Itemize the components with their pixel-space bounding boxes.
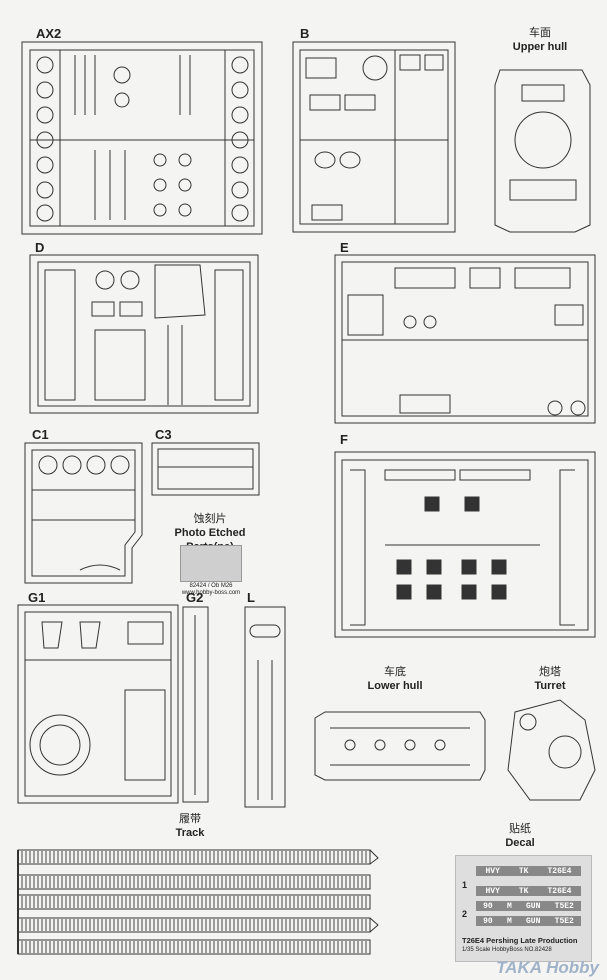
track-caption-en: Track	[175, 827, 205, 839]
decal-number-1: 1	[462, 880, 468, 890]
decal-sheet-subtitle: 1/35 Scale HobbyBoss NO.82428	[462, 947, 552, 953]
turret-caption: 炮塔 Turret	[520, 665, 580, 693]
sprue-c3-frame	[151, 442, 260, 496]
decal-cell: T26E4	[547, 866, 572, 876]
decal-cell: TK	[518, 886, 529, 896]
decal-caption-en: Decal	[505, 837, 535, 849]
decal-row: 90 M GUN T5E2	[476, 916, 581, 926]
lower-hull-caption-en: Lower hull	[367, 680, 423, 692]
decal-number-2: 2	[462, 909, 468, 919]
track-caption: 履带 Track	[160, 812, 220, 840]
decal-cell: T26E4	[547, 886, 572, 896]
lower-hull-drawing	[314, 711, 486, 781]
pe-sheet-text: 82424 / Ob M26 www.hobby-boss.com	[181, 583, 241, 597]
upper-hull-caption: 车面 Upper hull	[500, 26, 580, 54]
sprue-g2-frame	[182, 606, 209, 803]
sprue-c1-frame	[24, 442, 143, 584]
decal-cell: GUN	[526, 901, 541, 911]
decal-row: HVY TK T26E4	[476, 866, 581, 876]
sprue-label-g1: G1	[28, 590, 46, 605]
lower-hull-caption-cn: 车底	[384, 665, 406, 678]
decal-cell: HVY	[485, 866, 500, 876]
decal-caption: 贴纸 Decal	[495, 822, 545, 850]
track-caption-cn: 履带	[179, 812, 201, 825]
decal-sheet: 1 HVY TK T26E4 HVY TK T26E4 2 90 M GUN T…	[455, 855, 592, 962]
upper-hull-caption-cn: 车面	[529, 26, 551, 39]
sprue-label-d: D	[35, 240, 45, 255]
sprue-e-frame	[334, 254, 596, 424]
photo-etched-sheet: 82424 / Ob M26 www.hobby-boss.com	[180, 545, 242, 596]
decal-cell: M	[506, 916, 512, 926]
sprue-label-l: L	[247, 590, 255, 605]
sprue-label-b: B	[300, 26, 310, 41]
turret-caption-en: Turret	[534, 680, 566, 692]
sprue-label-g2: G2	[186, 590, 204, 605]
sprue-label-e: E	[340, 240, 349, 255]
decal-sheet-title: T26E4 Pershing Late Production	[462, 936, 578, 945]
sprue-b-frame	[292, 41, 456, 233]
sprue-f-frame	[334, 451, 596, 638]
decal-cell: T5E2	[554, 916, 574, 926]
watermark: TAKA Hobby	[496, 958, 599, 977]
turret-drawing	[507, 699, 596, 801]
upper-hull-drawing	[494, 69, 591, 233]
sprue-label-f: F	[340, 432, 348, 447]
decal-cell: HVY	[485, 886, 500, 896]
decal-cell: 90	[483, 916, 493, 926]
decal-row: HVY TK T26E4	[476, 886, 581, 896]
decal-row: 90 M GUN T5E2	[476, 901, 581, 911]
pe-caption-cn: 蚀刻片	[193, 512, 227, 525]
sprue-ax2-frame	[21, 41, 263, 235]
decal-cell: T5E2	[554, 901, 574, 911]
pe-sheet-line2: www.hobby-boss.com	[181, 590, 241, 596]
sprue-d-frame	[29, 254, 259, 414]
decal-cell: 90	[483, 901, 493, 911]
sprue-g1-frame	[17, 604, 179, 804]
decal-caption-cn: 贴纸	[509, 822, 531, 835]
sprue-label-c3: C3	[155, 427, 172, 442]
pe-sheet-line1: 82424 / Ob M26	[189, 583, 233, 589]
upper-hull-caption-en: Upper hull	[512, 41, 568, 53]
sprue-l-frame	[244, 606, 286, 808]
lower-hull-caption: 车底 Lower hull	[360, 665, 430, 693]
decal-cell: TK	[518, 866, 529, 876]
decal-cell: M	[506, 901, 512, 911]
sprue-label-c1: C1	[32, 427, 49, 442]
turret-caption-cn: 炮塔	[539, 665, 561, 678]
sprue-label-ax2: AX2	[36, 26, 62, 41]
track-drawing	[17, 849, 379, 955]
decal-cell: GUN	[526, 916, 541, 926]
